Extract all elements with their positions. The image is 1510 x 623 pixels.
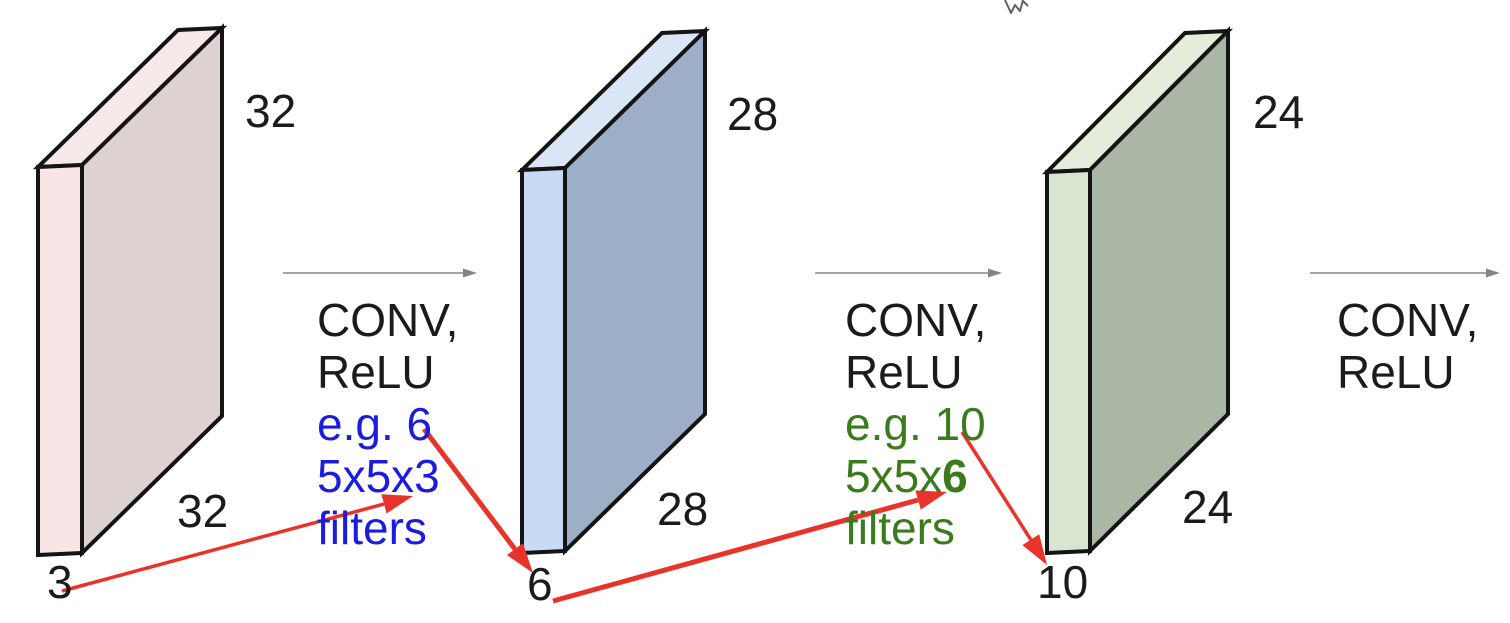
op2-filters-word: filters — [845, 502, 955, 554]
op3-relu-label: ReLU — [1337, 346, 1455, 398]
layer1-width-label: 32 — [177, 485, 229, 537]
op2-filter-prefix: 5x5x — [845, 450, 943, 502]
layer1-height-label: 32 — [245, 85, 297, 137]
layer2-depth-label: 6 — [527, 558, 553, 610]
red-arrow-eg6-to-depth6 — [422, 427, 533, 573]
mouse-cursor-icon — [1004, 0, 1029, 14]
op1-example-label: e.g. 6 — [317, 398, 433, 450]
op1-filters-word: filters — [317, 502, 427, 554]
op2-relu-label: ReLU — [845, 346, 963, 398]
volume-input-32x32x3 — [32, 23, 228, 558]
op2-filter-size-label: 5x5x6 — [845, 450, 986, 502]
volume-conv1-28x28x6 — [516, 26, 711, 556]
red-arrow-eg10-to-depth10 — [960, 431, 1047, 565]
flow-arrow-2 — [815, 268, 1002, 278]
volume-conv2-24x24x10 — [1041, 26, 1234, 556]
volume-front-face — [1088, 26, 1230, 556]
volume-side-face — [520, 165, 567, 556]
volume-front-face — [563, 26, 707, 556]
red-arrow-depth6-to-filter — [552, 490, 947, 604]
layer2-height-label: 28 — [727, 88, 779, 140]
op2-conv-relu-block: CONV, ReLU e.g. 10 5x5x6 filters — [845, 294, 986, 554]
layer2-width-label: 28 — [657, 483, 709, 535]
volume-side-face — [1045, 167, 1092, 556]
volume-front-face — [80, 23, 224, 558]
op3-conv-relu-block: CONV, ReLU — [1337, 294, 1478, 398]
red-arrow-depth3-to-filter — [61, 494, 413, 593]
layer3-width-label: 24 — [1182, 481, 1234, 533]
layer3-depth-label: 10 — [1037, 556, 1089, 608]
volume-side-face — [36, 162, 84, 558]
flow-arrow-3 — [1310, 268, 1500, 278]
layer1-depth-label: 3 — [47, 556, 73, 608]
op2-filter-bold: 6 — [942, 450, 968, 502]
op1-conv-label: CONV, — [317, 294, 459, 346]
op1-relu-label: ReLU — [317, 346, 435, 398]
op2-conv-label: CONV, — [845, 294, 987, 346]
op1-filter-prefix: 5x5x3 — [317, 450, 440, 502]
op3-conv-label: CONV, — [1337, 294, 1479, 346]
layer3-height-label: 24 — [1253, 86, 1305, 138]
flow-arrow-1 — [283, 268, 477, 278]
op1-filter-size-label: 5x5x3 — [317, 450, 458, 502]
op1-conv-relu-block: CONV, ReLU e.g. 6 5x5x3 filters — [317, 294, 458, 554]
op2-example-label: e.g. 10 — [845, 398, 986, 450]
